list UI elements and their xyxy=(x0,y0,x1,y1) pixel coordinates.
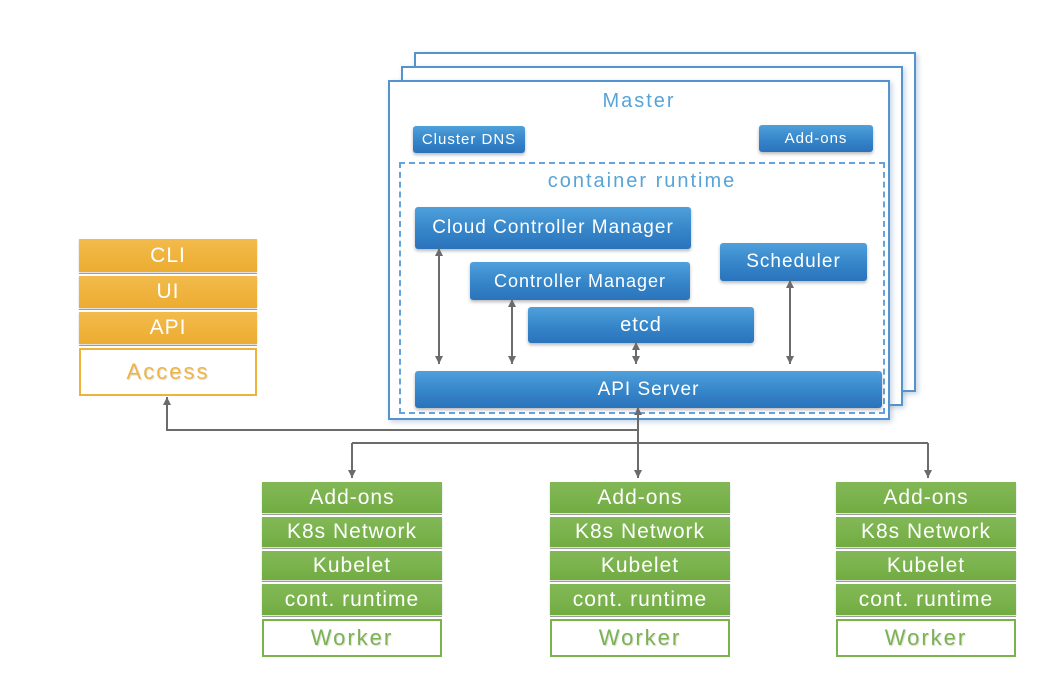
worker1-kubelet-row: Kubelet xyxy=(262,551,442,580)
worker-node-2: Add-ons K8s Network Kubelet cont. runtim… xyxy=(550,482,730,657)
worker1-cont-runtime-row: cont. runtime xyxy=(262,584,442,615)
worker2-kubelet-row: Kubelet xyxy=(550,551,730,580)
cloud-controller-manager-box: Cloud Controller Manager xyxy=(415,207,691,249)
divider xyxy=(262,547,442,551)
worker-node-1: Add-ons K8s Network Kubelet cont. runtim… xyxy=(262,482,442,657)
divider xyxy=(79,344,257,348)
worker2-base-box: Worker xyxy=(550,619,730,657)
worker3-base-box: Worker xyxy=(836,619,1016,657)
worker3-kubelet-row: Kubelet xyxy=(836,551,1016,580)
master-node: Master Cluster DNS Add-ons container run… xyxy=(388,80,890,420)
access-stack: CLI UI API Access xyxy=(79,239,257,396)
access-base-box: Access xyxy=(79,348,257,396)
divider xyxy=(262,580,442,584)
controller-manager-box: Controller Manager xyxy=(470,262,690,300)
divider xyxy=(550,547,730,551)
divider xyxy=(836,513,1016,517)
master-addons-box: Add-ons xyxy=(759,125,873,152)
worker1-addons-row: Add-ons xyxy=(262,482,442,513)
worker2-addons-row: Add-ons xyxy=(550,482,730,513)
divider xyxy=(550,615,730,619)
worker-node-3: Add-ons K8s Network Kubelet cont. runtim… xyxy=(836,482,1016,657)
divider xyxy=(550,513,730,517)
worker3-k8s-network-row: K8s Network xyxy=(836,517,1016,547)
worker3-cont-runtime-row: cont. runtime xyxy=(836,584,1016,615)
container-runtime-title: container runtime xyxy=(547,170,737,192)
worker2-k8s-network-row: K8s Network xyxy=(550,517,730,547)
divider xyxy=(550,580,730,584)
cli-box: CLI xyxy=(79,239,257,272)
worker1-base-box: Worker xyxy=(262,619,442,657)
divider xyxy=(836,580,1016,584)
etcd-box: etcd xyxy=(528,307,754,343)
cluster-dns-box: Cluster DNS xyxy=(413,126,525,153)
worker3-addons-row: Add-ons xyxy=(836,482,1016,513)
divider xyxy=(79,308,257,312)
api-box: API xyxy=(79,312,257,344)
api-server-box: API Server xyxy=(415,371,882,408)
divider xyxy=(836,615,1016,619)
divider xyxy=(262,615,442,619)
divider xyxy=(262,513,442,517)
divider xyxy=(79,272,257,276)
ui-box: UI xyxy=(79,276,257,308)
worker1-k8s-network-row: K8s Network xyxy=(262,517,442,547)
scheduler-box: Scheduler xyxy=(720,243,867,281)
container-runtime-box: container runtime Cloud Controller Manag… xyxy=(399,162,885,414)
divider xyxy=(836,547,1016,551)
worker2-cont-runtime-row: cont. runtime xyxy=(550,584,730,615)
master-title: Master xyxy=(602,90,676,112)
